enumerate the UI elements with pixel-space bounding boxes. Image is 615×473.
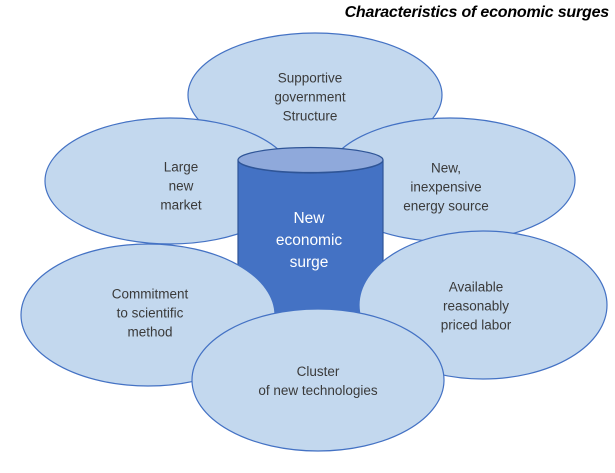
label-line: Supportive	[277, 70, 343, 86]
bubble-label-large-new-market: Large new market	[160, 158, 201, 215]
cylinder-top	[237, 146, 384, 174]
label-line: Commitment	[111, 286, 189, 302]
label-line: New,	[430, 160, 461, 176]
bubble-label-new-inexpensive-energy-source: New, inexpensive energy source	[403, 159, 489, 216]
label-line: priced labor	[440, 317, 512, 333]
label-line: Available	[448, 279, 504, 295]
label-line: to scientific	[116, 305, 184, 321]
bubble-label-cluster-of-new-technologies: Cluster of new technologies	[258, 362, 377, 400]
label-line: reasonably	[442, 298, 510, 314]
bubble-label-commitment-to-scientific-method: Commitment to scientific method	[112, 285, 189, 342]
page-title: Characteristics of economic surges	[344, 4, 610, 21]
label-line: New	[293, 210, 325, 227]
bubble-cluster-of-new-technologies	[191, 308, 445, 452]
label-line: Large	[163, 159, 199, 175]
label-line: surge	[289, 254, 329, 271]
label-line: inexpensive	[410, 179, 482, 195]
label-line: method	[127, 324, 173, 340]
center-label-new-economic-surge: New economic surge	[276, 208, 342, 274]
label-line: energy source	[403, 198, 489, 214]
label-line: economic	[275, 232, 343, 249]
label-line: market	[160, 197, 202, 213]
label-line: new	[168, 178, 194, 194]
label-line: Cluster	[296, 364, 340, 379]
label-line: government	[274, 89, 346, 105]
bubble-label-supportive-government-structure: Supportive government Structure	[274, 69, 345, 126]
label-line: Structure	[282, 108, 338, 124]
label-line: of new technologies	[258, 383, 378, 398]
bubble-label-available-reasonably-priced-labor: Available reasonably priced labor	[441, 278, 512, 335]
